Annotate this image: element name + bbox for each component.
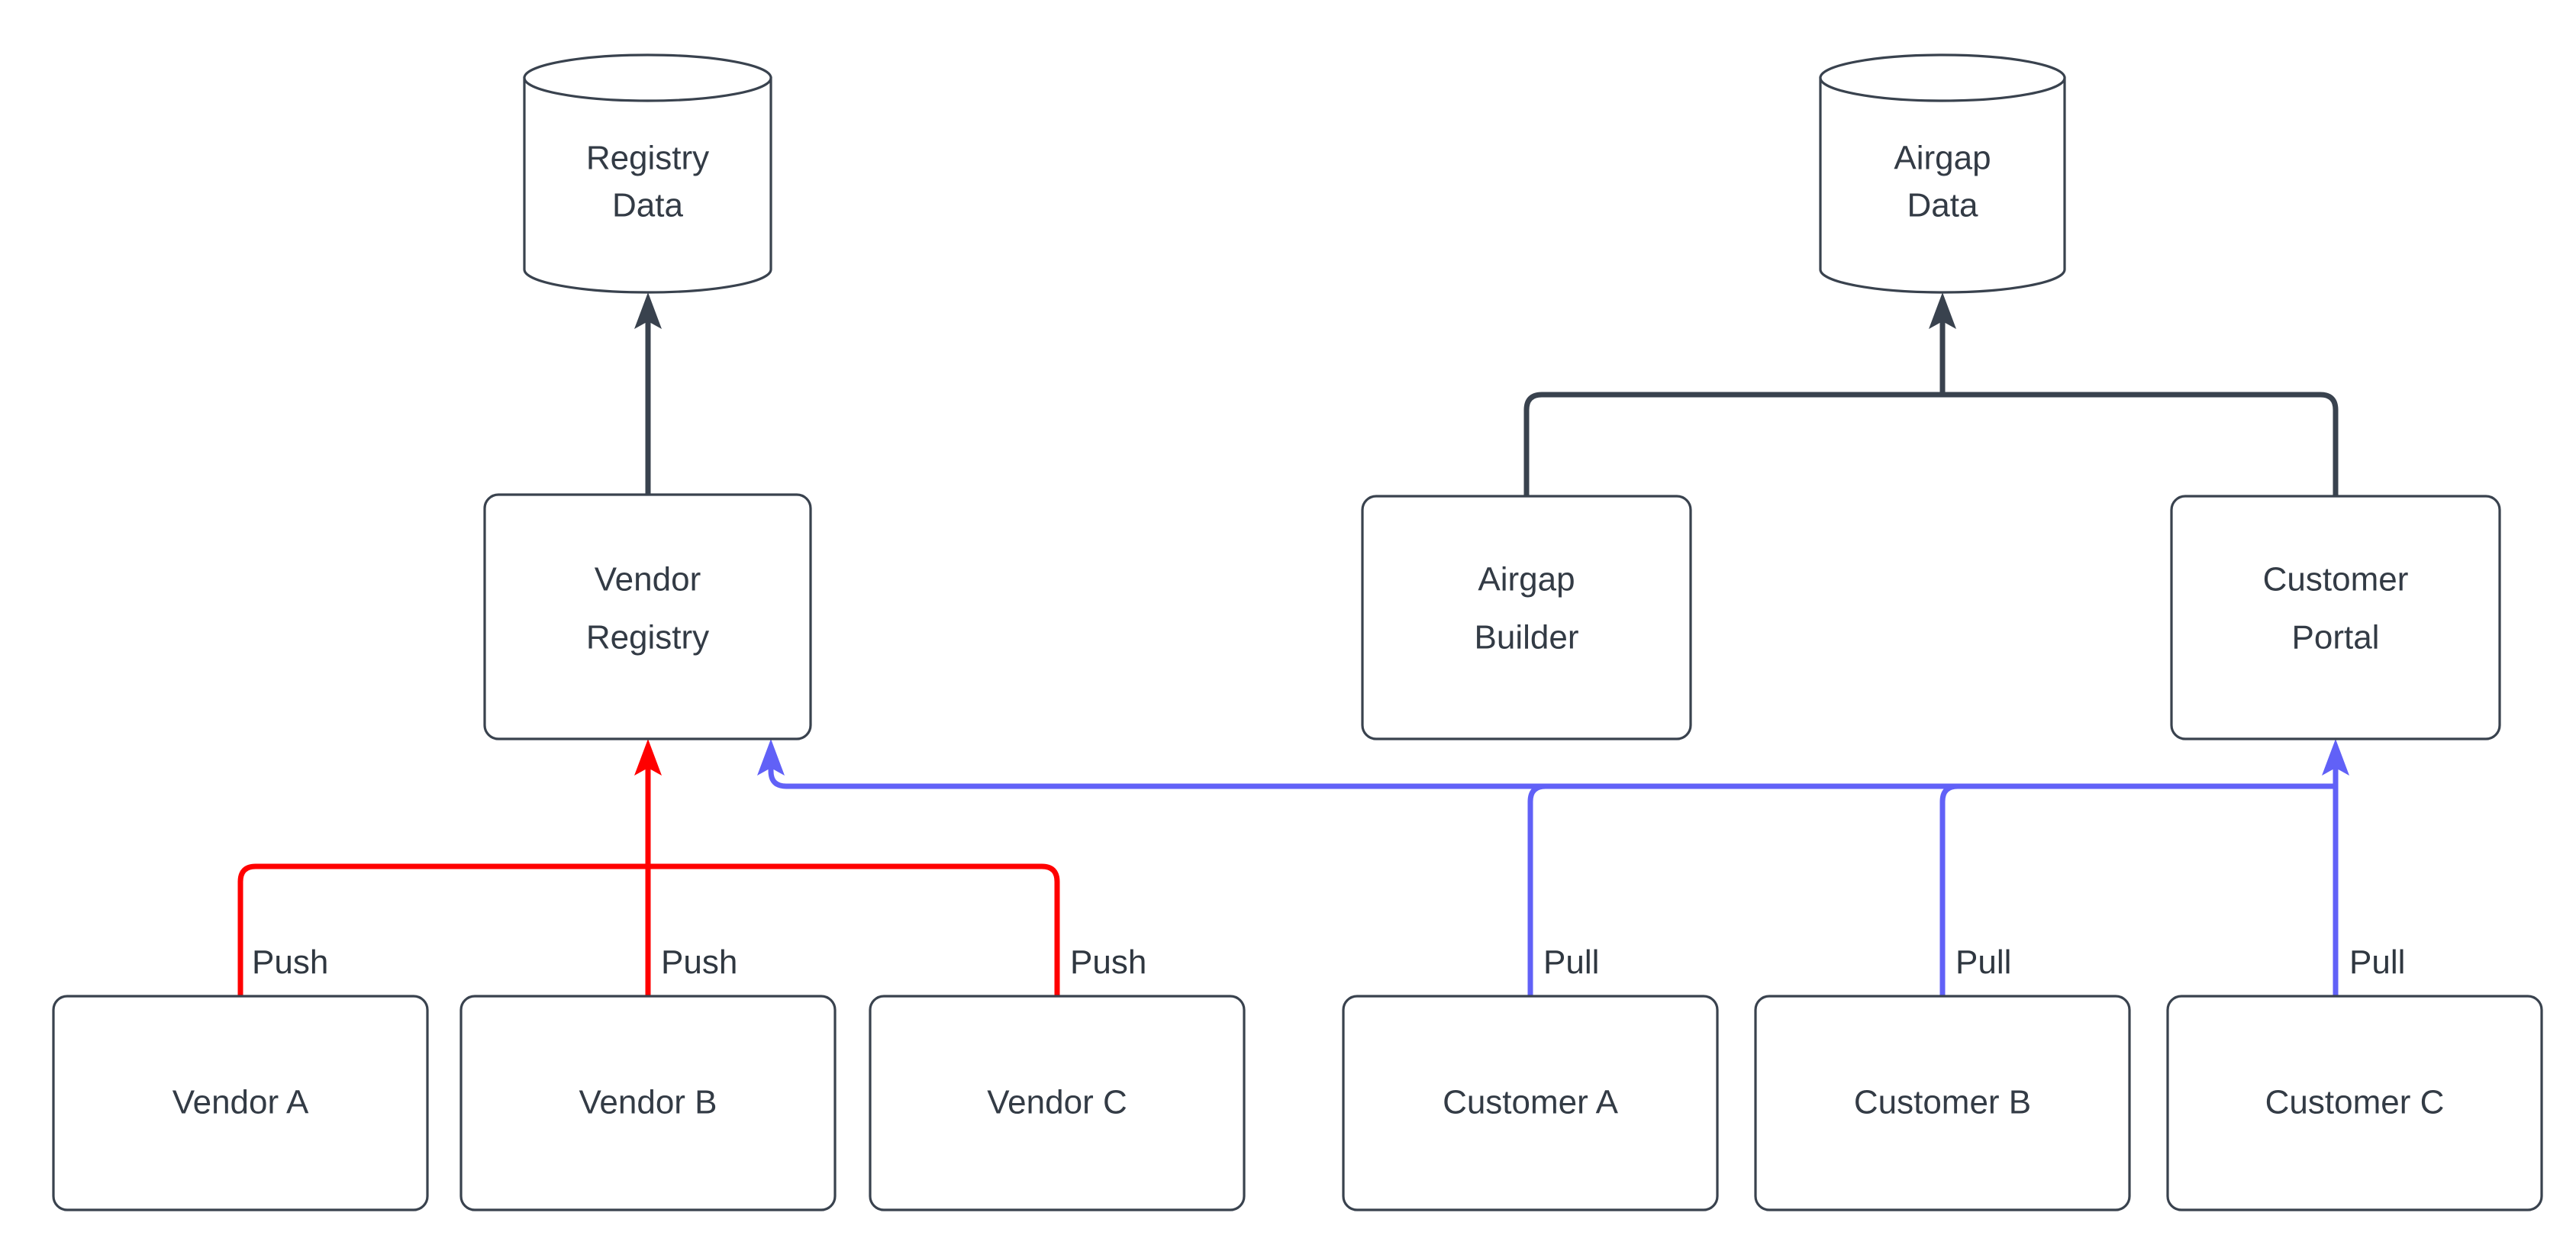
edge-label-push-vendor-b: Push — [661, 944, 737, 981]
edge-customer-a-pull[interactable] — [1527, 783, 2336, 996]
node-airgap-builder[interactable]: Airgap Builder — [1361, 495, 1692, 740]
node-customer-b[interactable]: Customer B — [1754, 995, 2131, 1211]
node-vendor-a[interactable]: Vendor A — [52, 995, 429, 1211]
customer-b-label: Customer B — [1854, 1084, 2031, 1121]
node-vendor-c[interactable]: Vendor C — [869, 995, 1246, 1211]
edge-push-arrowhead — [634, 739, 662, 866]
node-vendor-registry[interactable]: Vendor Registry — [483, 493, 812, 740]
airgap-builder-label-line2: Builder — [1475, 619, 1579, 656]
node-customer-a[interactable]: Customer A — [1342, 995, 1719, 1211]
edge-vendor-c-push[interactable] — [648, 863, 1060, 996]
vendor-registry-label-line1: Vendor — [595, 561, 701, 598]
edge-customer-portal-to-airgap-data[interactable] — [1942, 392, 2339, 496]
edge-vendor-a-push[interactable] — [237, 863, 648, 996]
node-customer-c[interactable]: Customer C — [2166, 995, 2543, 1211]
vendor-registry-label-line2: Registry — [586, 619, 709, 656]
airgap-data-label-line2: Data — [1907, 187, 1978, 224]
edge-customer-c-pull[interactable] — [2322, 739, 2349, 996]
edge-airgap-builder-to-airgap-data[interactable] — [1523, 392, 1942, 496]
node-airgap-data[interactable]: Airgap Data — [1819, 53, 2066, 294]
customer-portal-label-line2: Portal — [2292, 619, 2380, 656]
node-customer-portal[interactable]: Customer Portal — [2170, 495, 2501, 740]
customer-portal-label-line1: Customer — [2263, 561, 2409, 598]
edge-label-push-vendor-c: Push — [1070, 944, 1146, 981]
node-vendor-b[interactable]: Vendor B — [459, 995, 837, 1211]
node-registry-data[interactable]: Registry Data — [523, 53, 772, 294]
vendor-a-label: Vendor A — [172, 1084, 309, 1121]
edge-label-pull-customer-b: Pull — [1955, 944, 2011, 981]
airgap-data-label-line1: Airgap — [1894, 140, 1991, 177]
edge-label-pull-customer-a: Pull — [1543, 944, 1599, 981]
edge-pull-to-vendor-registry[interactable] — [757, 739, 2336, 789]
customer-a-label: Customer A — [1443, 1084, 1619, 1121]
vendor-b-label: Vendor B — [579, 1084, 717, 1121]
edge-vendor-registry-to-registry-data[interactable] — [634, 292, 662, 495]
customer-c-label: Customer C — [2265, 1084, 2445, 1121]
airgap-builder-label-line1: Airgap — [1478, 561, 1575, 598]
vendor-c-label: Vendor C — [987, 1084, 1127, 1121]
registry-data-label-line2: Data — [612, 187, 683, 224]
edge-airgap-data-arrowhead — [1929, 292, 1956, 395]
edge-label-push-vendor-a: Push — [252, 944, 328, 981]
registry-data-label-line1: Registry — [586, 140, 709, 177]
edge-label-pull-customer-c: Pull — [2349, 944, 2405, 981]
